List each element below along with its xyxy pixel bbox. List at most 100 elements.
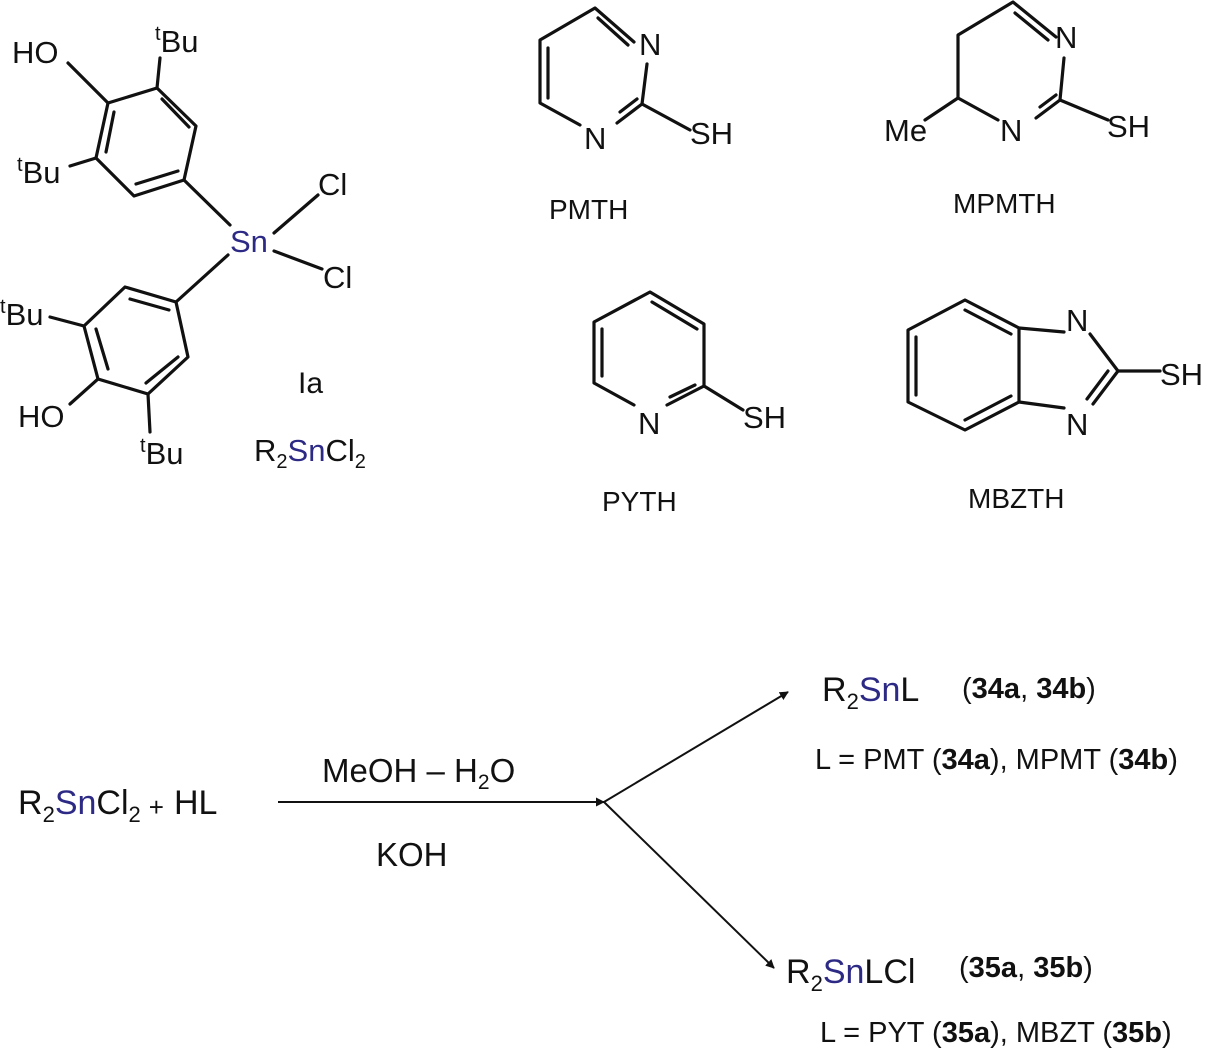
mpmth-methyl-label: Me [884,113,927,148]
pmth-ring-bonds [538,6,649,127]
pyth-structure: N SH PYTH [592,290,786,517]
pyth-sh-bond [702,384,745,412]
mpmth-structure: N N Me SH MPMTH [884,0,1150,219]
formula-r: R [254,433,276,468]
product-34-formula: R2SnL [822,671,919,714]
product-35-formula: R2SnLCl [786,953,915,996]
pyth-name-label: PYTH [602,486,677,517]
def-35b: 35b [1112,1017,1162,1049]
mbzth-sh-label: SH [1160,357,1203,392]
upper-tbu-label-right: tBu [155,23,198,59]
code-34a: 34a [972,673,1021,705]
pmth-sh-bond [640,102,692,132]
solvent-text-end: O [490,752,516,789]
lower-tbu-label-bottom: tBu [140,435,183,471]
mbzth-imidazole-bonds [1017,326,1120,410]
solvent-text: MeOH – H [322,752,478,789]
reagent-formula: R2SnCl2 [254,433,366,473]
tbu-text: Bu [23,155,61,190]
mbzth-inner-bonds [914,308,1013,422]
code-close: ) [1086,673,1096,705]
product-r: R [786,953,811,991]
tbu-superscript: t [155,23,161,45]
upper-ring-substituent-bonds [66,56,232,227]
mpmth-methyl-bond [923,96,960,122]
product-rest: LCl [864,953,915,991]
code-sep: , [1020,673,1036,705]
diaryl-tin-dichloride-structure: HO tBu tBu Sn Cl Cl tBu HO tBu Ia R2SnCl… [0,23,366,473]
reactant-subscript: 2 [129,802,141,827]
mbzth-nitrogen-label: N [1066,407,1088,442]
solvent-subscript: 2 [478,771,490,794]
lower-ring-substituent-bonds [48,253,230,434]
def-34a: 34a [942,744,991,776]
def-mid: ), MPMT ( [990,744,1119,776]
mbzth-nitrogen-label: N [1066,303,1088,338]
lower-hydroxyl-label: HO [18,399,65,434]
tbu-text: Bu [146,436,184,471]
product-rest: L [900,671,919,709]
mpmth-inner-bonds [1013,11,1058,109]
def-35a: 35a [942,1017,991,1049]
mpmth-nitrogen-label: N [1055,20,1077,55]
reactant-subscript: 2 [43,802,55,827]
product-subscript: 2 [811,971,823,996]
tbu-superscript: t [0,296,6,318]
mbzth-name-label: MBZTH [968,483,1064,514]
reactant-chlorine: Cl [96,784,128,822]
branch-arrow-upper [603,691,789,803]
product-tin: Sn [859,671,901,709]
mpmth-nitrogen-label: N [1000,113,1022,148]
tbu-text: Bu [161,24,199,59]
branch-arrow-lower [603,801,775,969]
mpmth-sh-label: SH [1107,109,1150,144]
mpmth-name-label: MPMTH [953,188,1056,219]
tbu-superscript: t [17,154,23,176]
def-suffix: ) [1168,744,1178,776]
pmth-nitrogen-label: N [584,121,606,156]
upper-hydroxyl-label: HO [12,35,59,70]
def-suffix: ) [1162,1017,1172,1049]
product-r: R [822,671,847,709]
pmth-name-label: PMTH [549,194,628,225]
reaction-equation: R2SnCl2+HL MeOH – H2O KOH R2SnL (34a, 34… [18,671,1178,1049]
plus-sign: + [149,792,164,822]
mbzth-structure: N N SH MBZTH [906,298,1203,514]
formula-subscript: 2 [276,451,287,473]
mpmth-sh-bond [1058,98,1110,122]
formula-chlorine: Cl [325,433,354,468]
tin-atom-label: Sn [230,224,268,259]
code-35b: 35b [1033,952,1083,984]
compound-label-ia: Ia [298,367,323,400]
lower-tbu-label-left: tBu [0,296,43,332]
pyth-inner-bonds [600,300,699,399]
upper-tbu-label-left: tBu [17,154,60,190]
product-34-ligand-definition: L = PMT (34a), MPMT (34b) [815,744,1178,776]
reactants-label: R2SnCl2+HL [18,784,217,827]
def-prefix: L = PMT ( [815,744,942,776]
mbzth-imidazole-double-bond [1085,369,1110,401]
lower-ring-inner-bonds [94,297,180,385]
code-close: ) [1083,952,1093,984]
upper-ring-inner-bonds [104,97,191,186]
product-35-codes: (35a, 35b) [959,952,1093,984]
pyth-nitrogen-label: N [638,406,660,441]
solvent-condition: MeOH – H2O [322,752,515,794]
def-mid: ), MBZT ( [990,1017,1112,1049]
pmth-structure: N N SH PMTH [538,6,733,225]
pmth-inner-bonds [546,16,639,114]
base-condition: KOH [376,836,448,873]
pmth-sh-label: SH [690,116,733,151]
formula-subscript: 2 [355,451,366,473]
code-open: ( [959,952,969,984]
pyth-sh-label: SH [743,400,786,435]
reactant-r: R [18,784,43,822]
formula-tin: Sn [288,433,326,468]
chlorine-label-upper: Cl [318,167,347,202]
code-open: ( [962,673,972,705]
tbu-text: Bu [6,297,44,332]
code-sep: , [1017,952,1033,984]
code-34b: 34b [1036,673,1086,705]
tin-chlorine-bonds [272,193,324,271]
